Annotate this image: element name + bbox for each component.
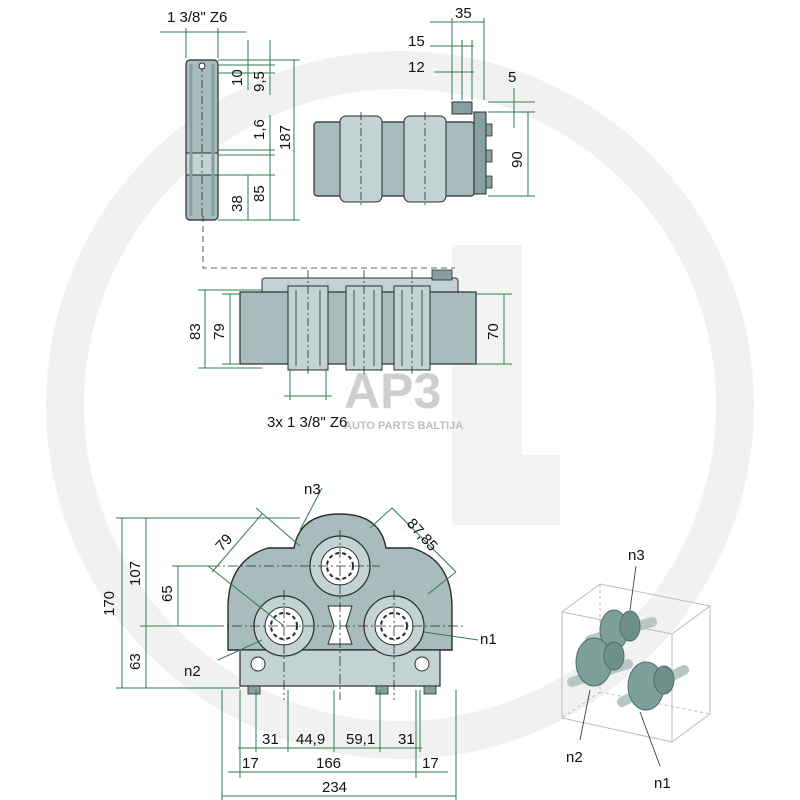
dim-31-left: 31 xyxy=(262,731,279,748)
leader-n1 xyxy=(639,711,661,767)
top-spline-spec: 3x 1 3/8" Z6 xyxy=(267,414,347,431)
dim-44-9: 44,9 xyxy=(296,731,325,748)
mount-hole xyxy=(414,656,430,672)
shaft-dim-lines xyxy=(160,28,300,221)
front-center-lines xyxy=(210,530,466,700)
top-bolt xyxy=(431,269,453,281)
label-n1: n1 xyxy=(480,631,497,648)
leader-n3 xyxy=(629,565,637,611)
label-n3: n3 xyxy=(304,481,321,498)
mount-hole xyxy=(250,656,266,672)
dim-38: 38 xyxy=(229,195,246,212)
bolt-head xyxy=(423,685,437,695)
dim-31-right: 31 xyxy=(398,731,415,748)
dim-10: 10 xyxy=(229,69,246,86)
watermark-ring xyxy=(46,51,754,759)
gearbox-side-body xyxy=(313,121,475,197)
dim-187: 187 xyxy=(277,125,294,150)
dim-line xyxy=(427,571,457,595)
dim-107: 107 xyxy=(127,561,144,586)
gear-wheel xyxy=(653,665,675,695)
bolt-head xyxy=(485,123,493,137)
iso-label-n2: n2 xyxy=(566,749,583,766)
leader-n3 xyxy=(299,487,323,531)
iso-label-n1: n1 xyxy=(654,775,671,792)
leader-n2 xyxy=(217,639,263,661)
leader-n2 xyxy=(579,689,591,741)
top-dim-lines xyxy=(198,289,512,400)
dim-63: 63 xyxy=(127,653,144,670)
dim-83: 83 xyxy=(187,323,204,340)
leader-n1 xyxy=(423,631,479,641)
label-n2: n2 xyxy=(184,663,201,680)
watermark: AP3 AUTO PARTS BALTIJA xyxy=(46,51,754,759)
bolt-head xyxy=(485,175,493,189)
watermark-bar-foot xyxy=(452,455,560,525)
dim-70: 70 xyxy=(485,323,502,340)
bolt-head xyxy=(247,685,261,695)
dim-17-left: 17 xyxy=(242,755,259,772)
iso-label-n3: n3 xyxy=(628,547,645,564)
bolt-head xyxy=(485,149,493,163)
box-side xyxy=(671,606,711,743)
top-bolt xyxy=(451,101,473,115)
gear-wheel xyxy=(619,610,641,642)
shaft-n2-spline xyxy=(270,612,298,640)
spline-lines xyxy=(295,290,423,366)
dim-79-diag: 79 xyxy=(212,531,236,555)
dim-79: 79 xyxy=(211,323,228,340)
dim-170: 170 xyxy=(101,591,118,616)
iso-view: n3 n2 n1 xyxy=(560,547,712,792)
dim-5: 5 xyxy=(508,69,516,86)
shaft-pin-hole xyxy=(198,62,206,70)
gear-n1 xyxy=(617,661,689,711)
gear-wheel xyxy=(603,641,625,671)
shaft-spline-spec: 1 3/8" Z6 xyxy=(167,9,227,26)
dim-15: 15 xyxy=(408,33,425,50)
shaft-n3-spline xyxy=(326,552,354,580)
dim-line xyxy=(391,507,457,573)
mounting-flange xyxy=(473,111,487,195)
watermark-tagline: AUTO PARTS BALTIJA xyxy=(344,420,463,432)
bolt-head xyxy=(375,685,389,695)
front-view: 170 107 65 63 79 87,85 31 44,9 59,1 31 1… xyxy=(101,481,497,800)
iso-leaders xyxy=(579,565,661,767)
dim-85: 85 xyxy=(251,185,268,202)
dim-35: 35 xyxy=(455,5,472,22)
front-dim-lines xyxy=(116,487,479,800)
side-dim-lines xyxy=(430,18,535,197)
dim-line xyxy=(211,513,263,573)
dim-9-5: 9,5 xyxy=(251,71,268,92)
shaft-view: 1 3/8" Z6 10 9,5 1,6 187 38 85 xyxy=(160,9,300,221)
gear-n2 xyxy=(567,637,633,687)
watermark-logo: AP3 xyxy=(344,363,441,419)
dim-line xyxy=(207,565,285,627)
dim-90: 90 xyxy=(509,151,526,168)
dim-65: 65 xyxy=(159,585,176,602)
dim-234: 234 xyxy=(322,779,347,796)
top-view: 83 79 70 3x 1 3/8" Z6 xyxy=(187,269,512,431)
gear-n3 xyxy=(585,609,657,651)
box-hidden xyxy=(561,691,601,719)
dim-17-right: 17 xyxy=(422,755,439,772)
dim-1-6: 1,6 xyxy=(251,119,268,140)
side-view: 35 15 12 5 90 xyxy=(313,5,535,208)
dim-12: 12 xyxy=(408,59,425,76)
dim-line xyxy=(255,507,301,547)
dim-line xyxy=(369,507,393,529)
dim-166: 166 xyxy=(316,755,341,772)
dim-59-1: 59,1 xyxy=(346,731,375,748)
projection-line xyxy=(202,216,455,269)
